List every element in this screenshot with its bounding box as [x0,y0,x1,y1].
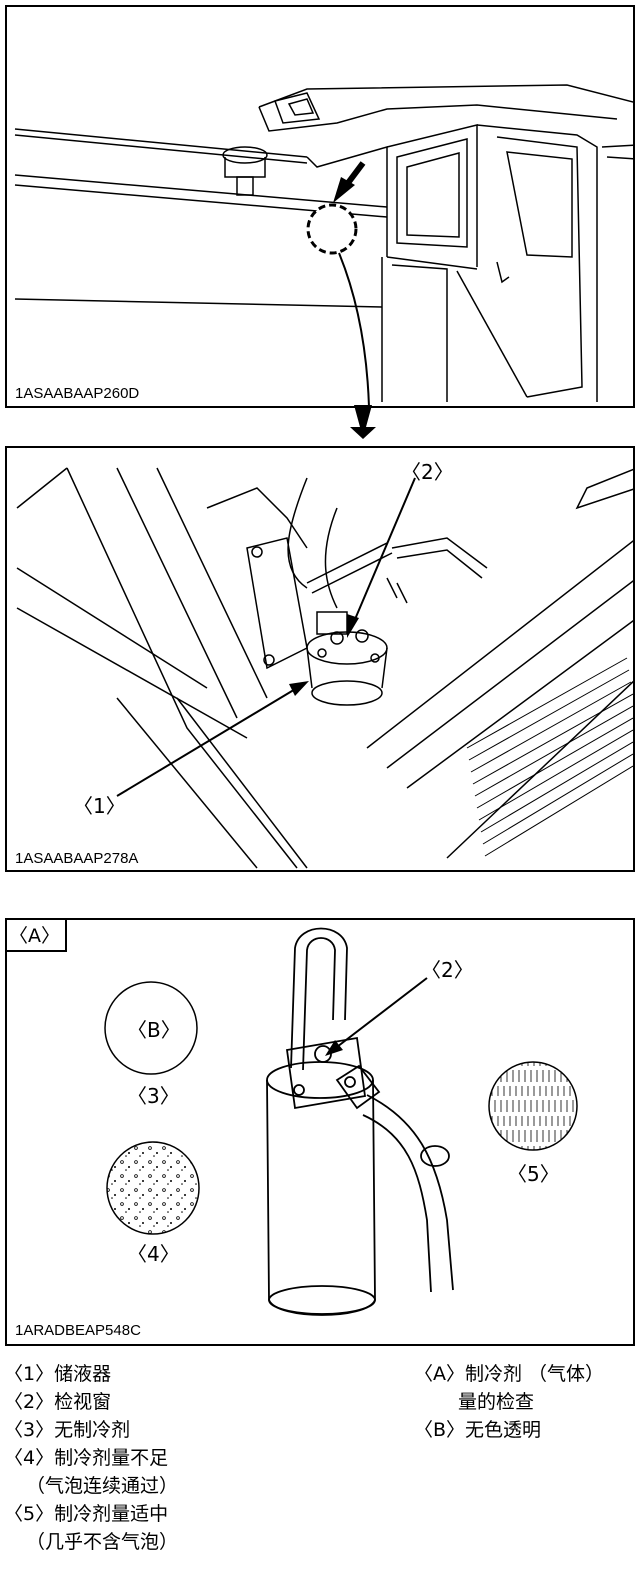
legend-left: 〈1〉储液器 〈2〉检视窗 〈3〉无制冷剂 〈4〉制冷剂量不足 （气泡连续通过）… [4,1360,178,1556]
figure-code: 1ASAABAAP278A [15,850,139,867]
callout-4: 〈4〉 [127,1242,180,1266]
callout-3: 〈3〉 [127,1084,180,1108]
down-arrow-icon [350,405,376,439]
legend-item-4: 〈4〉制冷剂量不足 [4,1444,178,1472]
legend-key: 〈3〉 [4,1419,55,1441]
figure-cab-overview: 1ASAABAAP260D [5,5,635,408]
legend-item-3: 〈3〉无制冷剂 [4,1416,178,1444]
legend-key: 〈5〉 [4,1503,55,1525]
legend-text: 无制冷剂 [54,1419,131,1441]
callout-1: 〈1〉 [73,794,126,818]
cab-line-drawing [14,84,633,406]
legend-text: 无色透明 [465,1419,542,1441]
sight-glass-drawing [104,927,578,1316]
receiver-line-drawing [16,467,633,869]
legend-text: 检视窗 [54,1391,112,1413]
legend-key: 〈A〉 [414,1363,465,1385]
legend-item-a: 〈A〉制冷剂 （气体） [414,1360,604,1388]
clear-sight-circle [104,981,198,1075]
legend-key: 〈B〉 [414,1419,466,1441]
legend-item-2: 〈2〉检视窗 [4,1388,178,1416]
legend-key: 〈1〉 [4,1363,55,1385]
legend-item-4-note: （气泡连续通过） [26,1475,179,1497]
bubbles-sight-circle [106,1141,200,1235]
figure-tag-a: 〈A〉 [7,920,67,952]
figure-code: 1ARADBEAP548C [15,1322,141,1339]
legend-text: 制冷剂量适中 [54,1503,169,1525]
figure-code: 1ASAABAAP260D [15,385,140,402]
streaks-sight-circle [488,1061,578,1151]
callout-5: 〈5〉 [507,1162,560,1186]
legend-item-5: 〈5〉制冷剂量适中 [4,1500,178,1528]
legend-right: 〈A〉制冷剂 （气体） 量的检查 〈B〉无色透明 [414,1360,604,1444]
figure-receiver-location: 〈2〉 〈1〉 1ASAABAAP278A [5,446,635,872]
legend-key: 〈4〉 [4,1447,55,1469]
callout-2: 〈2〉 [401,460,454,484]
legend-item-b: 〈B〉无色透明 [414,1416,604,1444]
legend-text: 制冷剂量不足 [54,1447,169,1469]
callout-2: 〈2〉 [421,958,474,982]
legend-key: 〈2〉 [4,1391,55,1413]
legend-text: 储液器 [54,1363,112,1385]
legend-text: 制冷剂 （气体） [465,1363,605,1385]
legend-item-1: 〈1〉储液器 [4,1360,178,1388]
legend-item-5-note: （几乎不含气泡） [26,1531,179,1553]
callout-b: 〈B〉 [127,1018,181,1042]
legend-item-a-note: 量的检查 [458,1391,535,1413]
figure-sight-glass-check: 〈A〉 〈2〉 〈B〉 〈3〉 〈4〉 〈5〉 1ARADBEAP548C [5,918,635,1346]
